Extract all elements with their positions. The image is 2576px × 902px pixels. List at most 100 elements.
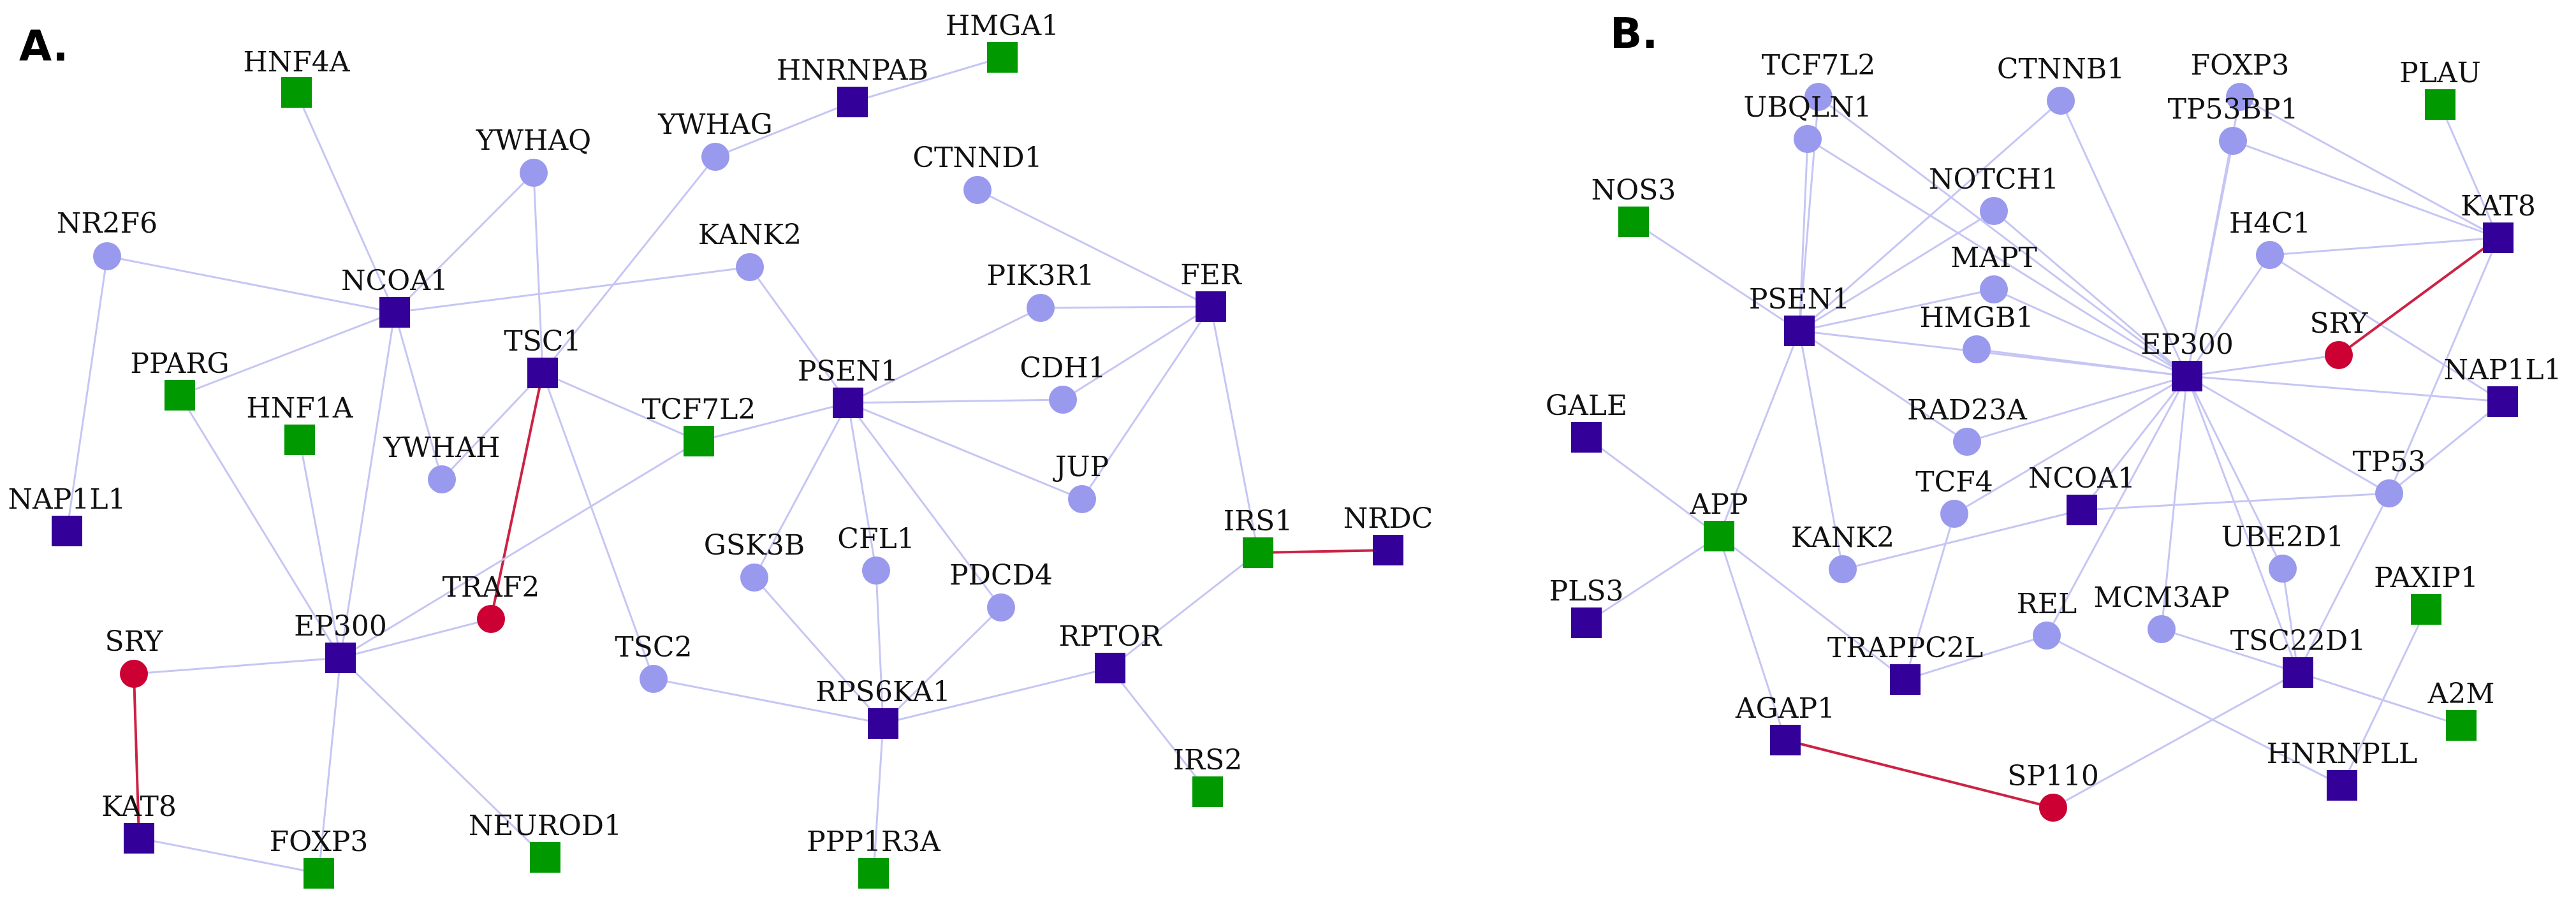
light-circle-marker — [2033, 622, 2061, 650]
red-circle-marker — [120, 660, 148, 688]
node-traf2: TRAF2 — [443, 571, 539, 633]
edge-psen1-jup — [847, 402, 1083, 500]
node-hmgb1: HMGB1 — [1920, 302, 2033, 363]
node-ubqln1: UBQLN1 — [1743, 91, 1872, 153]
edge-psen1-pdcd4 — [847, 402, 1002, 609]
panel-b-edges — [1585, 96, 2504, 809]
edge-pparg-ep300 — [179, 394, 342, 659]
node-paxip1: PAXIP1 — [2374, 562, 2478, 625]
edge-ctnnb1-ep300 — [2060, 99, 2188, 377]
node-label: A2M — [2427, 678, 2495, 710]
node-label: SRY — [105, 625, 164, 658]
node-mcm3ap: MCM3AP — [2093, 581, 2230, 643]
light-circle-marker — [1829, 555, 1857, 583]
node-nos3: NOS3 — [1592, 174, 1676, 237]
dark-square-marker — [52, 516, 82, 546]
edge-rel-hnrnpll — [2045, 634, 2343, 787]
node-hmga1: HMGA1 — [946, 10, 1059, 73]
node-nr2f6: NR2F6 — [57, 207, 157, 270]
edge-plau-kat8 — [2439, 103, 2499, 239]
node-ctnnd1: CTNND1 — [912, 142, 1043, 204]
green-square-marker — [1704, 521, 1734, 551]
light-circle-marker — [1049, 386, 1077, 414]
node-label: HNF4A — [243, 46, 350, 78]
edge-kank2-psen1 — [749, 266, 849, 404]
edge-ywhaq-tsc1 — [532, 171, 544, 374]
edge-h4c1-nap1l1 — [2269, 254, 2504, 403]
dark-square-marker — [868, 708, 898, 739]
node-label: REL — [2017, 588, 2077, 620]
panel-a-network: A. HNF4AHMGA1HNRNPABYWHAGYWHAQCTNND1NR2F… — [8, 10, 1433, 889]
node-hnrnpab: HNRNPAB — [777, 54, 928, 117]
edge-ep300-ube2d1 — [2186, 375, 2284, 570]
edge-ywhaq-ncoa1 — [393, 171, 535, 314]
light-circle-marker — [1794, 125, 1822, 153]
edge-app-agap1 — [1718, 535, 1787, 741]
edge-tsc1-ywhah — [441, 372, 544, 481]
node-label: KANK2 — [1791, 521, 1894, 554]
edge-psen1-kank2 — [1798, 330, 1844, 571]
node-kank2: KANK2 — [1791, 521, 1894, 583]
edge-mcm3ap-tsc22d1 — [2160, 628, 2299, 674]
node-label: TCF7L2 — [642, 393, 756, 426]
red-circle-marker — [477, 605, 505, 633]
node-label: TSC2 — [615, 631, 692, 664]
edge-h4c1-ep300 — [2186, 254, 2271, 377]
light-circle-marker — [1963, 335, 1991, 363]
node-ncoa1: NCOA1 — [2028, 462, 2135, 525]
node-kat8: KAT8 — [101, 790, 177, 854]
light-circle-marker — [1027, 294, 1055, 322]
edge-kat8-sry — [2338, 236, 2499, 356]
light-circle-marker — [1804, 83, 1833, 111]
edge-ube2d1-tsc22d1 — [2281, 567, 2299, 674]
edge-ep300-tp53 — [2186, 375, 2390, 495]
node-rps6ka1: RPS6KA1 — [816, 676, 951, 739]
light-circle-marker — [2375, 479, 2403, 507]
node-label: HMGA1 — [946, 10, 1059, 42]
edge-nap1l1-tp53 — [2388, 400, 2504, 495]
node-label: YWHAH — [383, 432, 501, 464]
node-psen1: PSEN1 — [798, 355, 898, 418]
node-label: PSEN1 — [798, 355, 898, 388]
edge-hnrnpab-hmga1 — [851, 56, 1004, 103]
node-kat8: KAT8 — [2461, 190, 2536, 253]
green-square-marker — [684, 426, 714, 456]
node-tp53bp1: TP53BP1 — [2168, 93, 2298, 155]
node-label: KAT8 — [2461, 190, 2536, 222]
node-gale: GALE — [1546, 389, 1627, 453]
dark-square-marker — [2067, 495, 2097, 525]
node-label: NRDC — [1343, 502, 1433, 535]
node-ube2d1: UBE2D1 — [2221, 521, 2344, 583]
edge-psen1-app — [1718, 330, 1801, 537]
edge-tsc22d1-sp110 — [2052, 671, 2299, 809]
node-sry: SRY — [2310, 307, 2368, 369]
node-label: NOS3 — [1592, 174, 1676, 207]
edge-tsc1-traf2 — [490, 372, 544, 620]
edge-hnf1a-ep300 — [298, 439, 342, 659]
edge-sry-kat8 — [133, 673, 140, 840]
edge-ep300-ncoa1 — [2081, 375, 2188, 511]
edge-app-trappc2l — [1718, 535, 1906, 681]
dark-square-marker — [124, 823, 154, 854]
dark-square-marker — [2283, 657, 2313, 688]
edge-h4c1-kat8 — [2269, 236, 2499, 256]
edge-ep300-traf2 — [339, 618, 492, 659]
edge-irs1-rptor — [1109, 551, 1259, 669]
edge-foxp3-kat8 — [2239, 96, 2499, 239]
node-tp53: TP53 — [2353, 446, 2426, 507]
edge-notch1-ep300 — [1993, 210, 2188, 377]
node-irs1: IRS1 — [1224, 505, 1292, 568]
node-label: CFL1 — [837, 523, 914, 555]
edge-rptor-irs2 — [1109, 667, 1209, 793]
edge-tp53-tsc22d1 — [2297, 492, 2390, 674]
node-ctnnb1: CTNNB1 — [1997, 53, 2125, 115]
edge-nos3-psen1 — [1632, 221, 1801, 332]
node-label: MCM3AP — [2093, 581, 2229, 614]
node-label: PPP1R3A — [807, 826, 941, 858]
node-label: TP53 — [2353, 446, 2426, 478]
node-label: PSEN1 — [1749, 283, 1850, 316]
node-label: NCOA1 — [2028, 462, 2135, 495]
edge-ep300-neurod1 — [339, 657, 546, 859]
node-pik3r1: PIK3R1 — [987, 259, 1094, 322]
